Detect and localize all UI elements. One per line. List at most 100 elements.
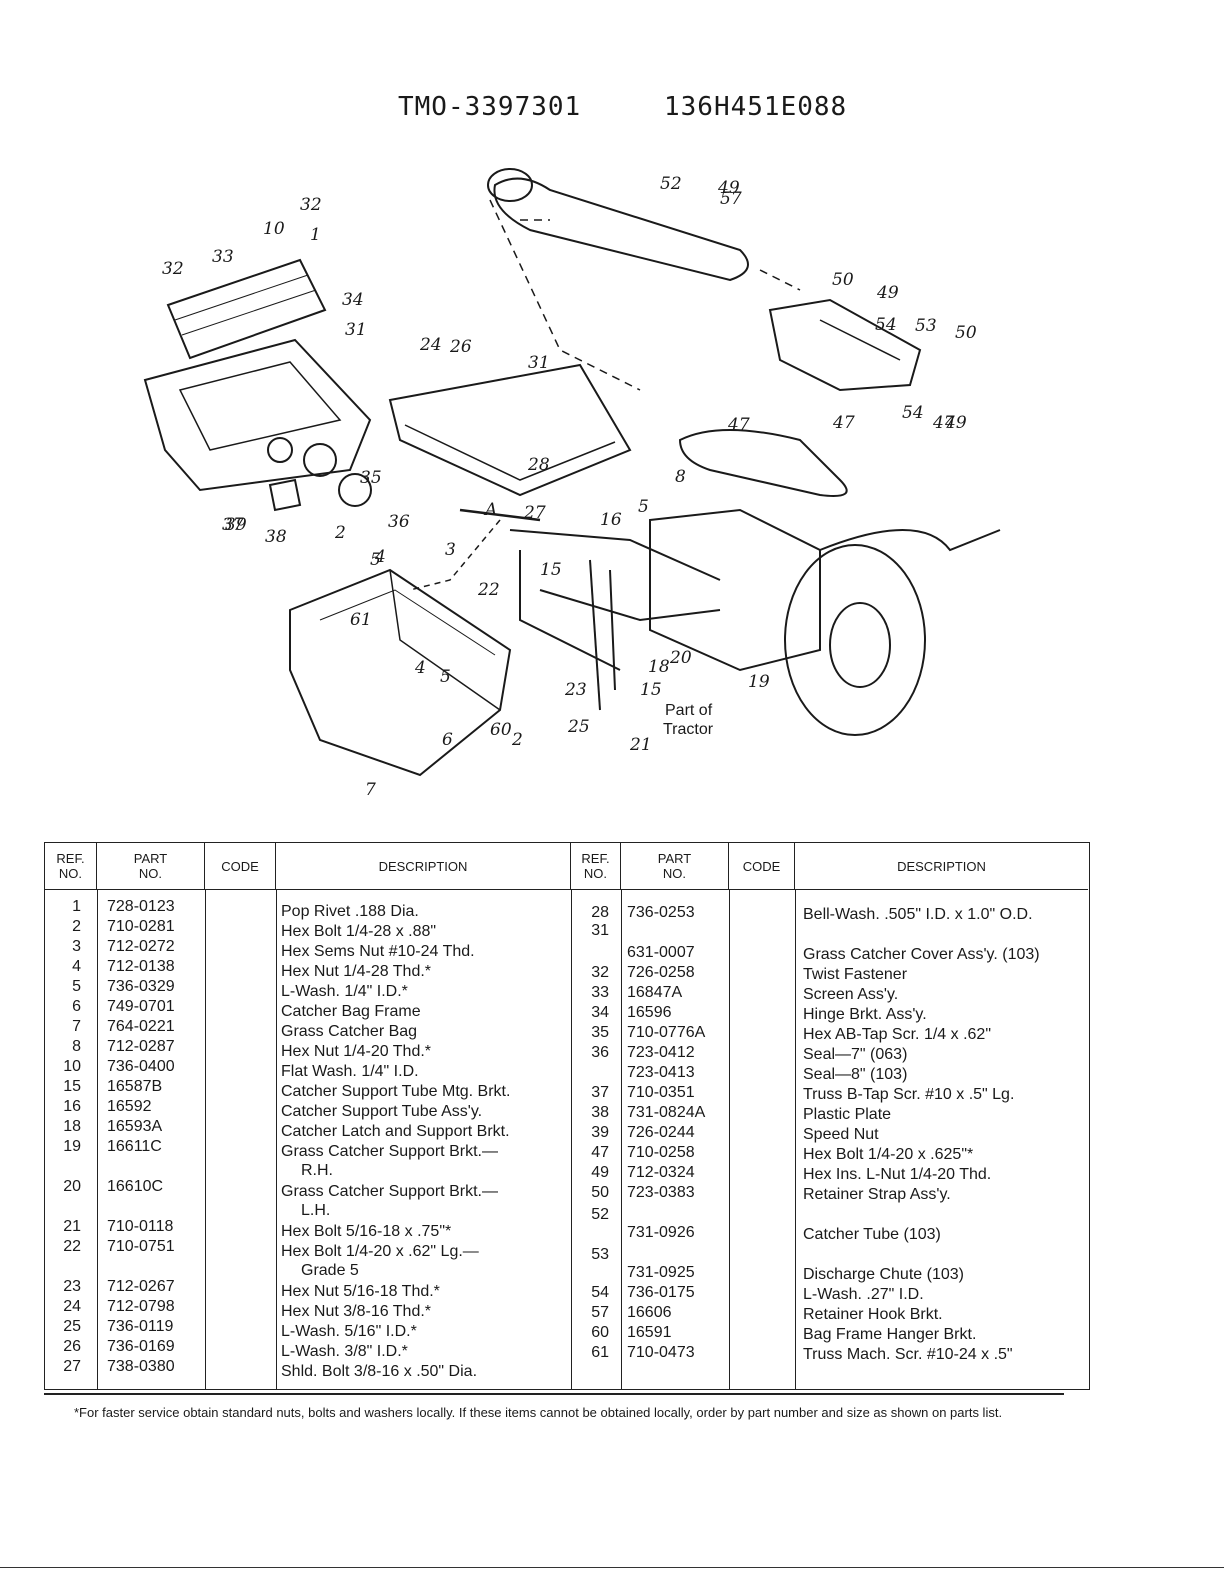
part-number: 712-0138 [107,958,175,975]
description: Hex Bolt 1/4-20 x .62" Lg.— [281,1243,479,1260]
ref-number: 10 [63,1058,81,1075]
description: Catcher Latch and Support Brkt. [281,1123,510,1140]
ref-number: 36 [591,1044,609,1061]
callout-label: 4 [374,547,386,567]
part-number: 16593A [107,1118,163,1135]
ref-number: 28 [591,904,609,921]
ref-number: 18 [63,1118,81,1135]
callout-label: 47 [832,413,855,433]
marker-a: A [483,500,497,520]
ref-number: 34 [591,1004,609,1021]
ref-number: 53 [591,1246,609,1263]
part-number: 710-0118 [107,1218,174,1235]
part-number: 736-0119 [107,1318,174,1335]
callout-label: 19 [748,672,770,692]
callout-label: 1 [310,225,321,245]
ref-number: 32 [591,964,609,981]
tractor-wheel [784,544,926,736]
callout-label: 28 [527,455,550,475]
callout-label: 24 [419,335,442,355]
callout-label: 49 [944,413,967,433]
description: Grass Catcher Bag [281,1023,418,1040]
description: Hex Bolt 1/4-20 x .625"* [803,1146,974,1163]
callout-label: 23 [564,680,587,700]
ref-number: 35 [591,1024,609,1041]
ref-number: 38 [591,1104,609,1121]
description: Hinge Brkt. Ass'y. [803,1006,927,1023]
tractor-seat [678,429,848,497]
description: Pop Rivet .188 Dia. [281,903,419,920]
ref-number: 52 [591,1206,609,1223]
footnote: *For faster service obtain standard nuts… [74,1405,1003,1420]
header-code-left: CODE [205,843,276,890]
callout-label: 57 [720,189,742,209]
header-code-right: CODE [729,843,795,890]
description: Truss B-Tap Scr. #10 x .5" Lg. [803,1086,1015,1103]
callout-label: 50 [955,323,977,343]
part-number: 736-0175 [627,1284,695,1301]
part-number: 731-0824A [627,1104,706,1121]
callout-label: 8 [675,467,686,487]
callout-label: 31 [528,353,550,373]
ref-number: 15 [63,1078,81,1095]
callout-label: 7 [365,780,376,800]
callout-label: 20 [669,648,692,668]
description: Truss Mach. Scr. #10-24 x .5" [803,1346,1013,1363]
page-bottom-line [0,1567,1224,1568]
ref-number: 31 [591,922,609,939]
ref-number: 47 [591,1144,609,1161]
part-number: 712-0798 [107,1298,175,1315]
parts-table: REF. NO. PART NO. CODE DESCRIPTION REF. … [44,842,1090,1390]
callout-label: 47 [932,413,955,433]
part-number: 736-0329 [107,978,175,995]
description: Shld. Bolt 3/8-16 x .50" Dia. [281,1363,478,1380]
description-cont: R.H. [301,1162,333,1179]
callout-label: 27 [523,503,546,523]
callout-label: 35 [360,468,382,488]
ref-number: 6 [72,998,81,1015]
part-number: 712-0324 [627,1164,695,1181]
description: Speed Nut [803,1126,879,1143]
callout-labels: 1223445556781015151618192021222324252627… [162,174,977,800]
grass-catcher-bag [289,568,512,777]
part-number: 712-0267 [107,1278,175,1295]
ref-number: 57 [591,1304,609,1321]
ref-number: 60 [591,1324,609,1341]
ref-number: 37 [591,1084,609,1101]
description: Hex Nut 1/4-28 Thd.* [281,963,432,980]
header-desc-right: DESCRIPTION [795,843,1088,890]
part-number: 710-0473 [627,1344,695,1361]
description: Retainer Strap Ass'y. [803,1186,951,1203]
description: Hex Nut 5/16-18 Thd.* [281,1283,440,1300]
description: L-Wash. 1/4" I.D.* [281,983,408,1000]
callout-label: 53 [915,316,937,336]
ref-number: 25 [63,1318,81,1335]
callout-label: 5 [370,550,381,570]
header-ref-right: REF. NO. [571,843,621,890]
support-brackets [509,529,721,691]
description: Retainer Hook Brkt. [803,1306,943,1323]
callout-label: 21 [629,735,652,755]
ref-number: 21 [63,1218,81,1235]
part-number: 16592 [107,1098,152,1115]
exploded-parts-diagram: 1223445556781015151618192021222324252627… [143,168,1001,800]
part-number: 16596 [627,1004,672,1021]
serial-number: 136H451E088 [664,92,848,122]
description: Hex Nut 3/8-16 Thd.* [281,1303,432,1320]
ref-number: 20 [63,1178,81,1195]
ref-number: 19 [63,1138,81,1155]
description: Hex AB-Tap Scr. 1/4 x .62" [803,1026,991,1043]
part-number: 712-0287 [107,1038,175,1055]
callout-label: 32 [300,195,322,215]
part-number: 16606 [627,1304,672,1321]
part-number: 749-0701 [107,998,175,1015]
ref-number: 2 [72,918,81,935]
discharge-chute [768,298,922,392]
description: Hex Bolt 5/16-18 x .75"* [281,1223,452,1240]
part-number: 723-0412 [627,1044,695,1061]
callout-label: 5 [440,667,451,687]
part-number: 710-0776A [627,1024,706,1041]
caption-line1: Part of [665,702,713,719]
part-number: 723-0413 [627,1064,695,1081]
header-ref-left: REF. NO. [45,843,97,890]
